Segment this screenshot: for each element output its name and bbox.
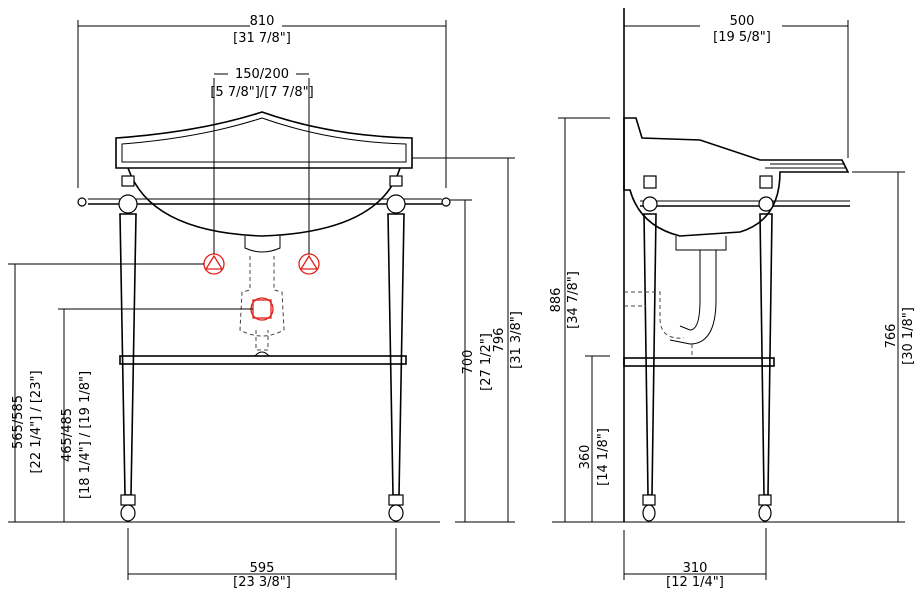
label-465-mm: 465/485 (60, 408, 75, 462)
dim-supply-waste-heights (8, 263, 253, 523)
label-500-mm: 500 (730, 14, 755, 29)
dim-overall-width (77, 20, 447, 188)
label-796-in: [31 3/8"] (509, 311, 524, 369)
label-565-in: [22 1/4"] / [23"] (29, 370, 44, 473)
label-700-mm: 700 (461, 350, 476, 375)
front-shelf (119, 351, 407, 365)
label-796-mm: 796 (492, 328, 507, 353)
dim-side-left (558, 117, 610, 522)
label-360-in: [14 1/8"] (596, 428, 611, 486)
label-500-in: [19 5/8"] (713, 30, 771, 45)
label-310-in: [12 1/4"] (666, 575, 724, 590)
label-810-in: [31 7/8"] (233, 31, 291, 46)
label-595-mm: 595 (250, 561, 275, 576)
dim-leg-spacing (127, 528, 397, 580)
label-700-in: [27 1/2"] (479, 333, 494, 391)
label-tap-spacing-in: [5 7/8"]/[7 7/8"] (210, 85, 313, 100)
side-shelf (623, 357, 775, 367)
label-766-in: [30 1/8"] (901, 307, 916, 365)
label-595-in: [23 3/8"] (233, 575, 291, 590)
label-360-mm: 360 (578, 445, 593, 470)
dim-overall-depth (624, 20, 849, 158)
label-886-in: [34 7/8"] (566, 271, 581, 329)
label-310-mm: 310 (683, 561, 708, 576)
waste-marker (252, 299, 272, 319)
front-view (8, 20, 515, 580)
front-towel-rail (77, 175, 451, 214)
front-legs (119, 213, 405, 522)
label-810-mm: 810 (250, 14, 275, 29)
dim-front-verticals (412, 157, 515, 523)
label-565-mm: 565/585 (11, 395, 26, 449)
dim-side-right (852, 171, 905, 523)
label-465-in: [18 1/4"] / [19 1/8"] (78, 371, 93, 499)
front-basin (115, 111, 413, 253)
side-trap (624, 250, 717, 358)
label-886-mm: 886 (549, 288, 564, 313)
side-basin (623, 117, 850, 251)
label-tap-spacing-mm: 150/200 (235, 67, 289, 82)
side-rail-legs (640, 175, 850, 522)
front-waste-trap (239, 256, 285, 351)
side-view (552, 8, 905, 580)
front-supply-markers (203, 253, 320, 321)
label-766-mm: 766 (884, 324, 899, 349)
dim-leg-depth (623, 528, 767, 580)
